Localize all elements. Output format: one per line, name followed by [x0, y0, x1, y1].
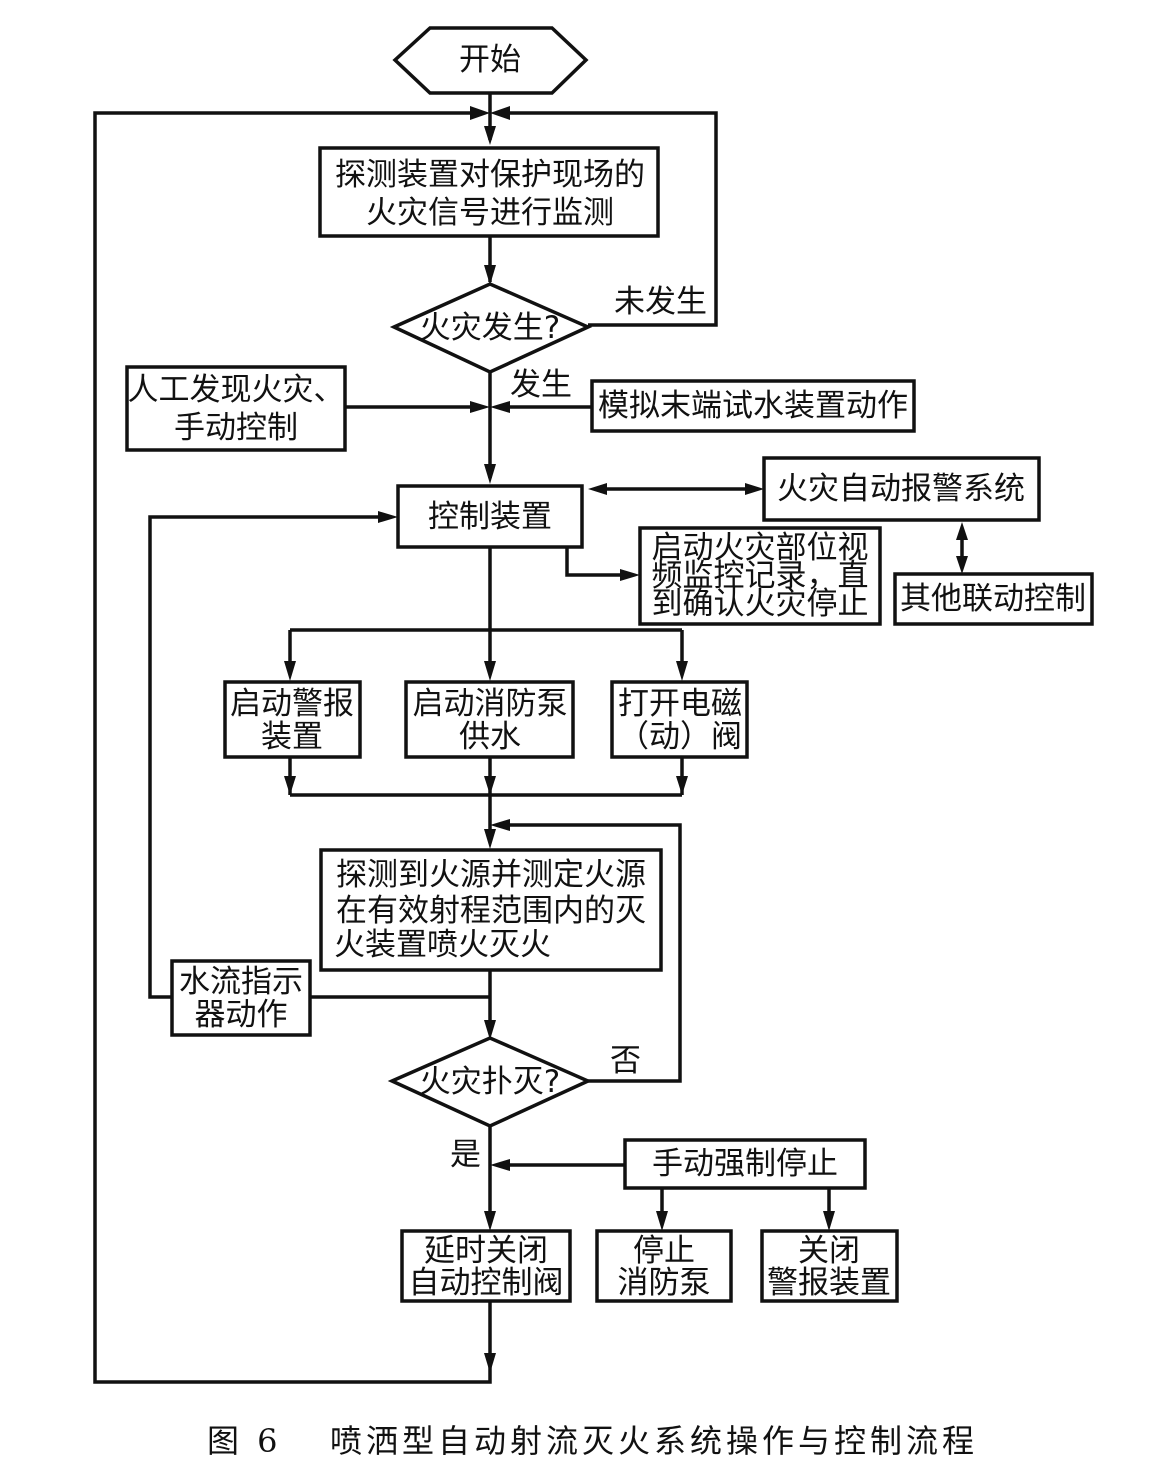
arrow-left-icon	[490, 106, 510, 120]
figure-caption: 图 6 喷洒型自动射流灭火系统操作与控制流程	[207, 1422, 978, 1460]
edge-not-occurred-loop	[502, 111, 718, 327]
label-no: 否	[610, 1043, 641, 1079]
node-start: 开始	[392, 26, 589, 95]
node-fire-occurred: 火灾发生?	[389, 282, 593, 374]
arrow-down-icon	[676, 776, 688, 795]
node-stop-pump-line1: 停止	[633, 1233, 695, 1269]
node-video-record-line2: 频监控记录，直	[652, 558, 869, 594]
node-stop-pump-line2: 消防泵	[618, 1265, 711, 1301]
arrow-down-icon	[484, 1211, 496, 1231]
node-fire-occurred-label: 火灾发生?	[420, 310, 560, 346]
arrow-left-icon	[490, 819, 510, 831]
arrow-down-icon	[484, 1353, 496, 1373]
node-video-record-line1: 启动火灾部位视	[652, 530, 869, 566]
node-test-valve-label: 模拟末端试水装置动作	[598, 388, 908, 424]
node-detect-spray: 探测到火源并测定火源 在有效射程范围内的灭 火装置喷火灭火	[319, 848, 663, 972]
arrow-down-icon	[823, 1211, 835, 1231]
node-control-device-label: 控制装置	[428, 499, 552, 535]
arrowheads	[284, 106, 968, 1373]
arrow-left-icon	[490, 1159, 510, 1171]
node-delay-close-line2: 自动控制阀	[409, 1265, 564, 1301]
node-start-alarm-line2: 装置	[261, 719, 323, 755]
node-manual-stop: 手动强制停止	[623, 1138, 867, 1190]
node-water-flow-indicator-line2: 器动作	[195, 997, 288, 1033]
arrow-right-icon	[620, 569, 640, 581]
label-yes: 是	[450, 1137, 481, 1173]
label-occurred: 发生	[510, 367, 572, 403]
node-monitor-line1: 探测装置对保护现场的	[335, 157, 645, 193]
node-fire-alarm-system-label: 火灾自动报警系统	[777, 471, 1025, 507]
node-delay-close-line1: 延时关闭	[424, 1233, 548, 1269]
arrow-left-icon	[588, 483, 607, 495]
node-start-pump: 启动消防泵 供水	[404, 680, 575, 759]
caption-figure-number: 图 6	[207, 1422, 282, 1460]
edge-control-video	[565, 547, 628, 577]
node-video-record-line3: 到确认火灾停止	[652, 586, 869, 622]
arrow-down-icon	[284, 776, 296, 795]
arrow-right-icon	[378, 511, 398, 523]
node-water-flow-indicator-line1: 水流指示	[179, 964, 303, 1000]
node-start-alarm: 启动警报 装置	[223, 680, 362, 759]
node-other-linkage-label: 其他联动控制	[900, 581, 1086, 617]
arrow-right-icon	[745, 483, 764, 495]
node-detect-spray-line3: 火装置喷火灭火	[334, 927, 551, 963]
node-detect-spray-line2: 在有效射程范围内的灭	[336, 893, 646, 929]
edge-no-loop	[505, 823, 682, 1083]
arrow-down-icon	[484, 1020, 496, 1040]
node-start-label: 开始	[459, 42, 521, 78]
node-monitor: 探测装置对保护现场的 火灾信号进行监测	[318, 146, 660, 238]
node-fire-extinguished: 火灾扑灭?	[387, 1036, 593, 1128]
node-close-alarm-line2: 警报装置	[767, 1265, 891, 1301]
node-start-pump-line1: 启动消防泵	[413, 686, 568, 722]
node-manual-discovery-line1: 人工发现火灾、	[128, 372, 345, 408]
arrow-down-icon	[656, 1211, 668, 1231]
caption-title: 喷洒型自动射流灭火系统操作与控制流程	[330, 1422, 978, 1460]
node-monitor-line2: 火灾信号进行监测	[366, 195, 614, 231]
arrow-down-icon	[284, 661, 296, 681]
node-video-record: 启动火灾部位视 频监控记录，直 到确认火灾停止	[638, 526, 882, 626]
arrow-down-icon	[484, 265, 496, 285]
arrow-up-icon	[956, 522, 968, 540]
arrow-down-icon	[484, 829, 496, 849]
arrow-down-icon	[484, 776, 496, 795]
label-not-occurred: 未发生	[614, 284, 707, 320]
node-open-valve-line2: （动）阀	[618, 719, 742, 755]
node-close-alarm-line1: 关闭	[798, 1233, 860, 1269]
node-fire-extinguished-label: 火灾扑灭?	[420, 1064, 560, 1100]
edge-indicator-control	[148, 515, 385, 999]
node-manual-discovery-line2: 手动控制	[174, 410, 298, 446]
arrow-right-icon	[470, 106, 490, 120]
arrow-down-icon	[484, 661, 496, 681]
node-other-linkage: 其他联动控制	[893, 572, 1094, 626]
node-delay-close: 延时关闭 自动控制阀	[400, 1229, 572, 1303]
node-water-flow-indicator: 水流指示 器动作	[170, 959, 312, 1037]
node-start-alarm-line1: 启动警报	[230, 686, 354, 722]
node-control-device: 控制装置	[396, 484, 584, 549]
node-manual-discovery: 人工发现火灾、 手动控制	[125, 365, 347, 452]
arrow-down-icon	[484, 126, 496, 145]
node-detect-spray-line1: 探测到火源并测定火源	[336, 857, 646, 893]
node-close-alarm: 关闭 警报装置	[760, 1229, 899, 1303]
node-manual-stop-label: 手动强制停止	[652, 1146, 838, 1182]
node-start-pump-line2: 供水	[459, 719, 521, 755]
node-fire-alarm-system: 火灾自动报警系统	[762, 456, 1041, 522]
arrow-right-icon	[470, 401, 490, 413]
node-open-valve: 打开电磁 （动）阀	[610, 680, 749, 759]
arrow-down-icon	[484, 464, 496, 484]
node-stop-pump: 停止 消防泵	[595, 1229, 733, 1303]
node-test-valve: 模拟末端试水装置动作	[590, 379, 916, 433]
arrow-down-icon	[956, 556, 968, 574]
arrow-left-icon	[490, 401, 510, 413]
node-open-valve-line1: 打开电磁	[618, 686, 742, 722]
arrow-down-icon	[676, 661, 688, 681]
